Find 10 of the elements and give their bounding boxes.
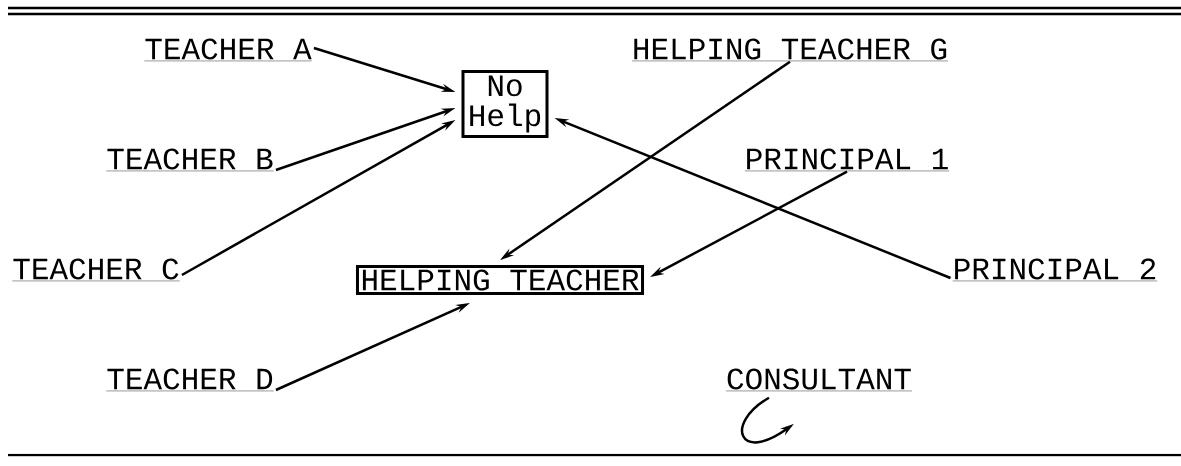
text-box: No Help xyxy=(461,70,549,138)
underlined-label: CONSULTANT xyxy=(725,368,913,392)
underlined-label: PRINCIPAL 2 xyxy=(952,258,1158,282)
underlined-label: TEACHER B xyxy=(106,148,274,172)
underlined-label: TEACHER A xyxy=(144,38,312,62)
text-box: HELPING TEACHER xyxy=(356,265,645,296)
underlined-label: TEACHER C xyxy=(12,258,180,282)
underlined-label: TEACHER D xyxy=(106,368,274,392)
underlined-label: PRINCIPAL 1 xyxy=(744,148,950,172)
underlined-label: HELPING TEACHER G xyxy=(631,38,949,62)
